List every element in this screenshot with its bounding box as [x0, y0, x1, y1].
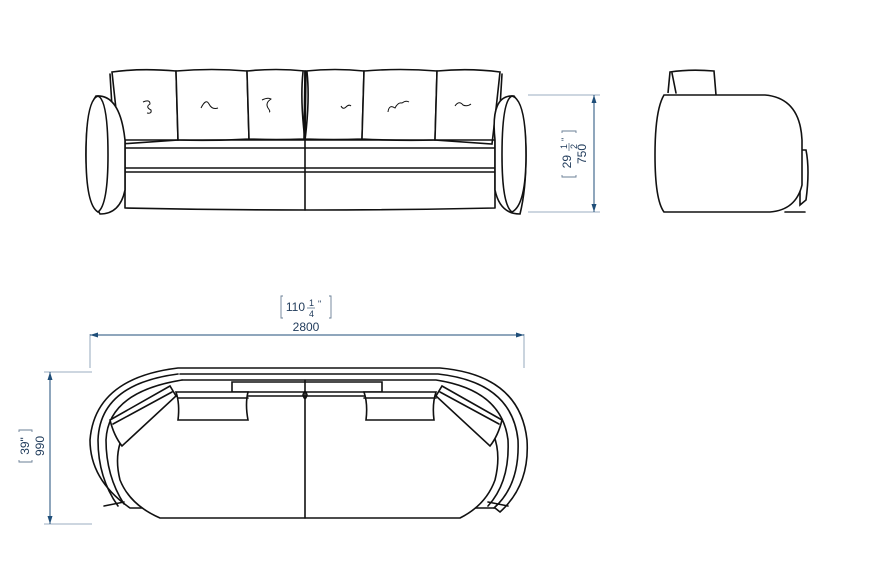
cushion-tuft-2 [200, 101, 219, 109]
width-mm-label: 2800 [293, 320, 320, 334]
side-view [654, 69, 809, 213]
width-inch-whole: 110 [286, 300, 305, 314]
back-cushion-6 [434, 68, 501, 145]
side-body [654, 94, 803, 213]
height-inch-den: 2 [569, 144, 579, 149]
cushion-tuft-1 [142, 100, 152, 114]
cushion-tuft-6 [454, 102, 472, 107]
cushion-tuft-5 [387, 100, 410, 113]
top-corner-cushion-left [109, 384, 178, 448]
seat-base [124, 139, 496, 211]
height-inch-num: 1 [559, 144, 569, 149]
width-inch-num: 1 [309, 298, 314, 308]
front-view [85, 68, 527, 215]
top-view [89, 367, 529, 519]
depth-mm-label: 990 [33, 436, 47, 456]
back-cushion-4 [304, 68, 365, 141]
top-seat-area [116, 395, 499, 519]
top-back-cushion-right [362, 391, 438, 421]
top-back-cushion-center [231, 381, 383, 393]
top-back-cushion-left [174, 391, 250, 421]
width-inch-den: 4 [309, 309, 314, 319]
depth-dimension: 990 39" [18, 371, 92, 525]
cushion-tuft-4 [340, 104, 352, 109]
cushion-tuft-3 [261, 97, 272, 113]
width-inch-mark: " [318, 299, 321, 309]
back-cushion-3 [246, 68, 306, 141]
back-cushion-5 [361, 68, 438, 142]
height-mm-label: 750 [575, 144, 589, 164]
back-cushion-2 [175, 68, 250, 142]
top-corner-cushion-right [434, 384, 503, 448]
width-dimension: 2800 110 1 4 " [89, 295, 525, 368]
height-inch-mark: " [560, 138, 570, 141]
height-inch-whole: 29 [560, 155, 574, 169]
height-dimension: 750 29 1 2 " [528, 94, 600, 213]
side-backrest [667, 69, 717, 96]
depth-inch-label: 39" [18, 437, 32, 455]
